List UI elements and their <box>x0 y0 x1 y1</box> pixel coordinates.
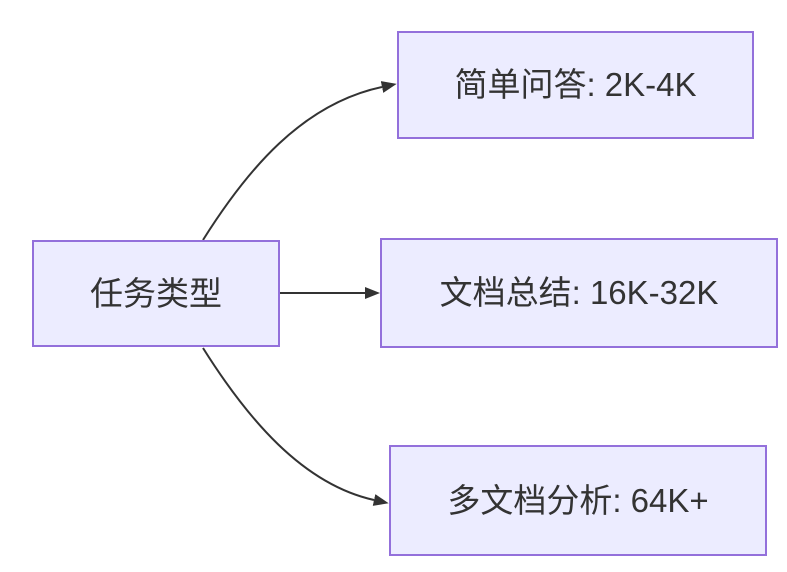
edge-root-to-multidoc <box>202 347 389 506</box>
node-multi-doc-analysis-label: 多文档分析: 64K+ <box>447 481 709 519</box>
node-task-type-label: 任务类型 <box>90 274 222 312</box>
edge-root-to-qa <box>202 81 397 241</box>
node-simple-qa: 简单问答: 2K-4K <box>397 31 754 139</box>
node-task-type: 任务类型 <box>32 240 280 347</box>
node-multi-doc-analysis: 多文档分析: 64K+ <box>389 445 767 556</box>
node-doc-summary: 文档总结: 16K-32K <box>380 238 778 348</box>
node-simple-qa-label: 简单问答: 2K-4K <box>454 66 697 104</box>
node-doc-summary-label: 文档总结: 16K-32K <box>439 274 719 312</box>
